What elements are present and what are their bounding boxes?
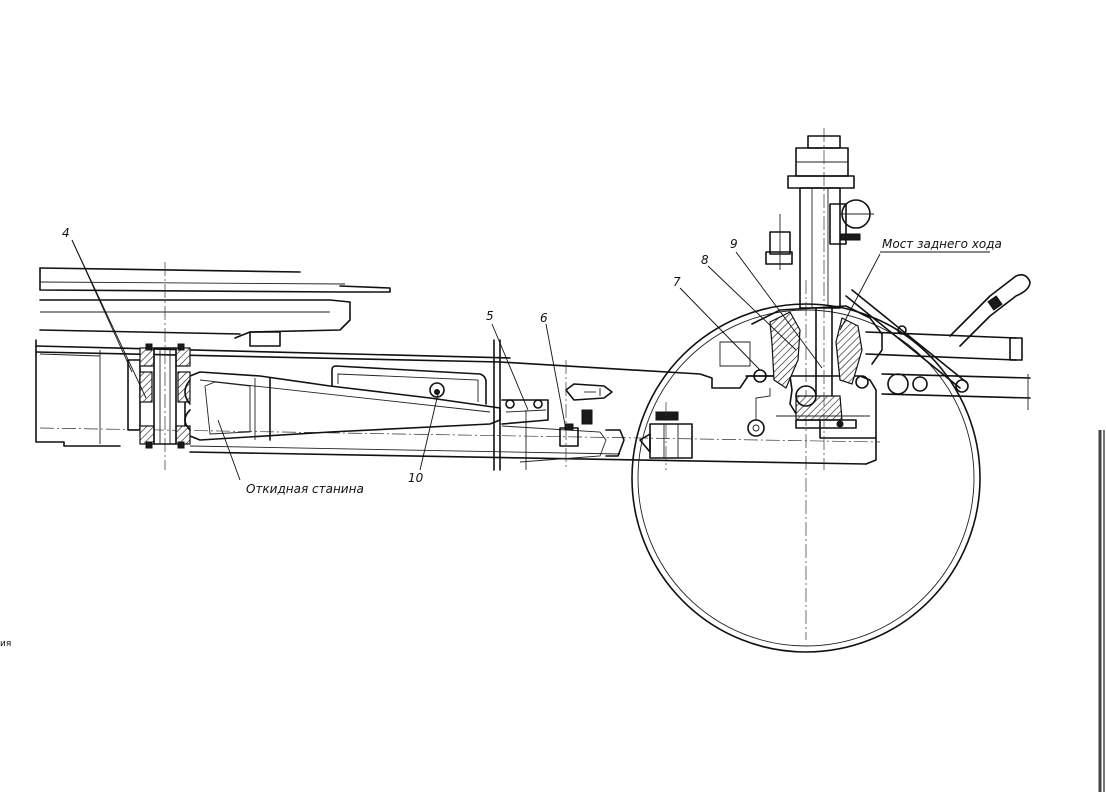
callout-10: 10 bbox=[408, 471, 424, 485]
frame-label: Откидная станина bbox=[246, 482, 364, 496]
callout-5: 5 bbox=[486, 309, 494, 323]
callout-9: 9 bbox=[730, 237, 738, 251]
hinge-assembly bbox=[127, 262, 191, 470]
rear-wheel bbox=[631, 280, 981, 653]
clamp-bolt bbox=[639, 402, 693, 470]
control-arm bbox=[845, 274, 1031, 410]
latch-mechanism bbox=[493, 339, 625, 471]
edge-text-fragment: ия bbox=[0, 639, 11, 649]
callout-4: 4 bbox=[62, 226, 70, 240]
callout-8: 8 bbox=[701, 253, 709, 267]
vertical-column bbox=[765, 128, 874, 470]
leader-lines bbox=[71, 239, 881, 481]
callout-6: 6 bbox=[540, 311, 548, 325]
flip-frame bbox=[179, 365, 501, 441]
callout-7: 7 bbox=[673, 275, 681, 289]
top-table bbox=[39, 267, 391, 347]
bridge-label: Мост заднего хода bbox=[882, 237, 1002, 251]
page-edge bbox=[1098, 430, 1105, 792]
callout-numbers: 4 5 6 7 8 9 10 bbox=[62, 226, 738, 485]
rear-bridge-assembly bbox=[719, 305, 883, 439]
